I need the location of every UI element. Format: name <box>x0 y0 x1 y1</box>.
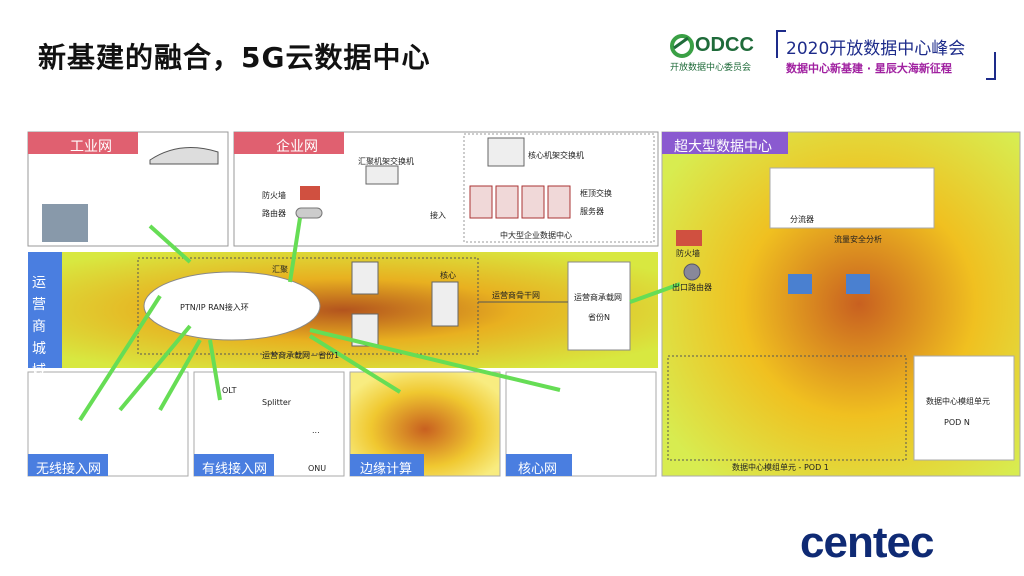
wireless-tag-bg <box>28 454 108 476</box>
tag-enterprise: 企业网 <box>276 139 318 155</box>
ptn-ring <box>143 271 321 341</box>
label-pod1: 数据中心模组单元 - POD 1 <box>732 463 829 472</box>
spine-switch-1 <box>788 274 812 294</box>
dc-firewall-icon <box>676 230 702 246</box>
label-backbone: 运营商骨干网 <box>492 291 540 300</box>
tag-wireless: 无线接入网 <box>36 462 102 477</box>
label-olt: OLT <box>222 386 237 395</box>
industrial-tag-bg <box>28 132 138 154</box>
label-router: 路由器 <box>262 209 286 218</box>
label-mid-enterprise-dc: 中大型企业数据中心 <box>500 231 572 240</box>
tag-operator-metro: 运营商城域网 <box>32 275 46 401</box>
page-title: 新基建的融合，5G云数据中心 <box>38 41 431 74</box>
core-switch-icon <box>487 137 525 167</box>
core-net-tag-bg <box>506 454 572 476</box>
label-firewall: 防火墙 <box>262 191 286 200</box>
server-rack-3 <box>521 185 545 219</box>
train-icon <box>149 147 219 165</box>
router-icon <box>295 207 323 219</box>
label-pod-n: POD N <box>944 418 970 427</box>
odcc-logo-icon <box>670 34 694 58</box>
label-dc-module-unit: 数据中心模组单元 <box>926 397 990 406</box>
tag-industrial: 工业网 <box>70 139 112 155</box>
label-server: 服务器 <box>580 207 604 216</box>
label-carrier-network: 运营商承载网 <box>574 293 622 302</box>
edge-tag-bg <box>350 454 424 476</box>
traffic-analysis-box <box>769 167 935 229</box>
label-core-rack-switch: 核心机架交换机 <box>528 151 584 160</box>
label-tor-switch: 框顶交换 <box>580 189 612 198</box>
label-aggregation: 汇聚 <box>272 265 288 274</box>
label-splitter: Splitter <box>262 398 292 407</box>
carrier-province1-box <box>137 257 479 355</box>
tag-wired: 有线接入网 <box>202 462 268 477</box>
tag-edge: 边缘计算 <box>360 462 413 477</box>
server-rack-1 <box>469 185 493 219</box>
centec-logo: centec <box>800 518 934 567</box>
label-exit-router: 出口路由器 <box>672 283 712 292</box>
metro-band <box>28 252 658 368</box>
carrier-network-box <box>567 261 631 351</box>
tag-hyperscale: 超大型数据中心 <box>674 139 772 155</box>
spine-switch-2 <box>846 274 870 294</box>
summit-bracket-left <box>776 30 786 58</box>
odcc-logo-text: ODCC <box>695 34 754 56</box>
summit-title: 2020开放数据中心峰会 <box>786 39 966 59</box>
summit-bracket-right <box>986 52 996 80</box>
label-agg-rack-switch: 汇聚机架交换机 <box>358 157 414 166</box>
power-tower-icon <box>42 204 88 242</box>
dc-router-icon <box>683 263 701 281</box>
label-traffic-security: 流量安全分析 <box>834 235 882 244</box>
label-ellipsis: ... <box>312 426 320 435</box>
label-onu: ONU <box>308 464 327 473</box>
green-links <box>78 217 681 422</box>
odcc-org-name: 开放数据中心委员会 <box>670 63 752 73</box>
label-flow-divider: 分流器 <box>790 215 814 224</box>
server-rack-4 <box>547 185 571 219</box>
summit-subtitle: 数据中心新基建 · 星辰大海新征程 <box>786 62 952 75</box>
label-access: 接入 <box>430 211 446 220</box>
agg-switch-icon <box>365 165 399 185</box>
wired-tag-bg <box>194 454 274 476</box>
agg-rack-a <box>351 261 379 295</box>
mid-dc-box <box>463 133 655 243</box>
label-province-n: 省份N <box>588 313 610 322</box>
firewall-icon <box>300 186 320 200</box>
metro-tag-bg <box>28 252 62 368</box>
pod1-box <box>667 355 907 461</box>
hyperscale-tag-bg <box>662 132 788 154</box>
label-carrier-province1: 运营商承载网－省份1 <box>262 351 340 360</box>
enterprise-tag-bg <box>234 132 344 154</box>
tag-core-net: 核心网 <box>518 462 558 477</box>
podn-box <box>913 355 1015 461</box>
label-dc-firewall: 防火墙 <box>676 249 700 258</box>
label-core: 核心 <box>440 271 456 280</box>
core-rack <box>431 281 459 327</box>
server-rack-2 <box>495 185 519 219</box>
label-ptn-ring: PTN/IP RAN接入环 <box>180 303 249 312</box>
